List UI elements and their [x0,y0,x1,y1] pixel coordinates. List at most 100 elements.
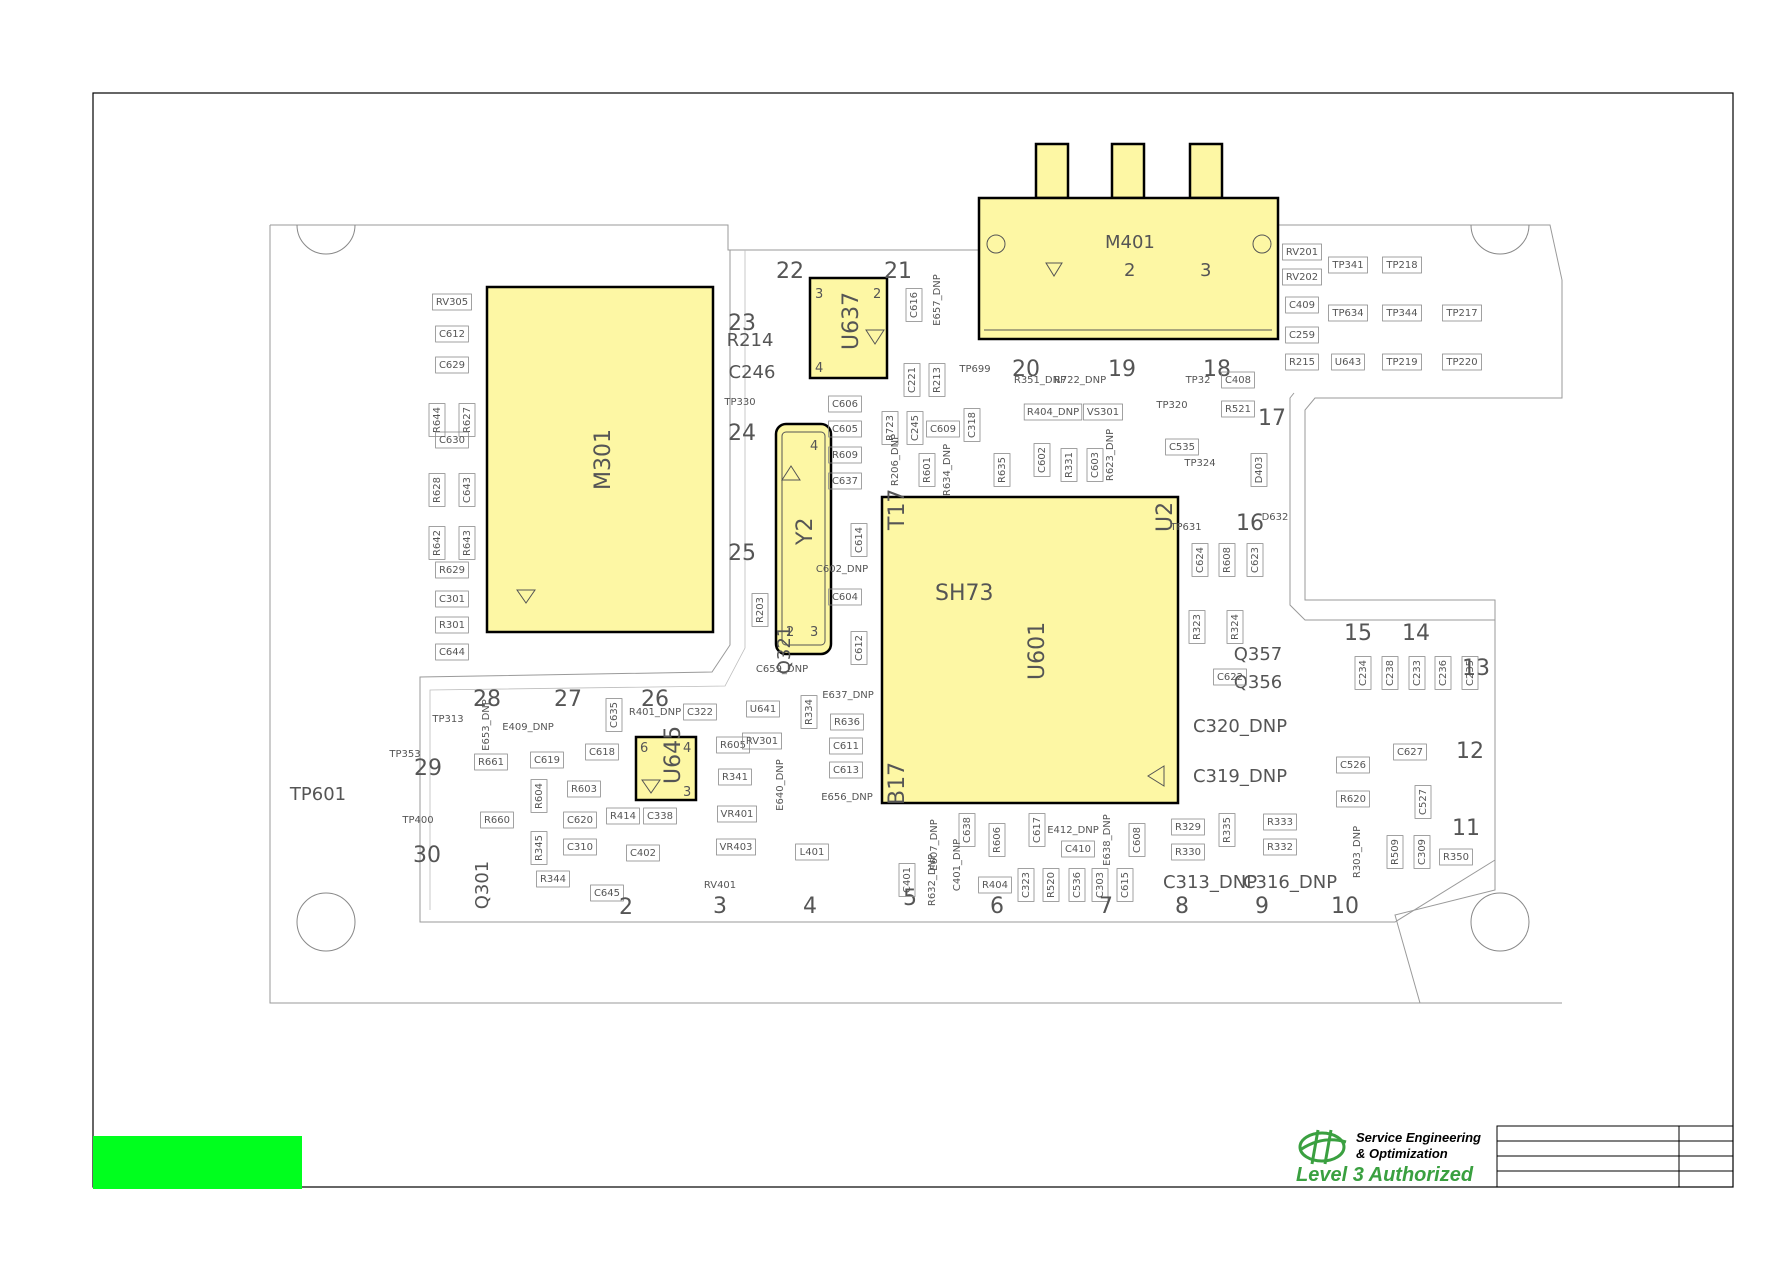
silk-label: TP324 [1183,458,1215,469]
silk-label: C618 [589,747,615,758]
silk-box [1434,656,1452,690]
silk-label: C620 [567,815,593,826]
silk-label: R620 [1340,794,1366,805]
u645-pin4: 4 [683,741,691,756]
silk-box [1336,756,1370,774]
silk-label: C635 [609,702,620,728]
silk-label: C301 [439,594,465,605]
silk-label: E657_DNP [932,274,943,326]
silk-label: R203 [755,597,766,623]
silk-box [1188,610,1206,644]
silk-label: 22 [776,259,804,284]
silk-label: R660 [484,815,510,826]
silk-box [1386,835,1404,869]
mount-hole [1470,892,1530,952]
silk-label: R401_DNP [629,707,681,718]
silk-box [1414,785,1432,819]
silk-label: E637_DNP [822,690,874,701]
u645-ref: U645 [661,726,686,784]
silk-label: C623 [1250,547,1261,573]
silk-box [850,631,868,665]
silk-label: RV202 [1286,272,1318,283]
silk-box [585,743,619,761]
silk-box [1393,743,1427,761]
silk-label: C617 [1032,817,1043,843]
silk-label: Q356 [1234,672,1283,693]
silk-label: R632_DNP [927,854,938,906]
silk-label: C608 [1132,827,1143,853]
silk-label: R629 [439,565,465,576]
silk-box [1033,443,1051,477]
silk-label: C604 [832,592,858,603]
silk-label: R404 [982,880,1008,891]
silk-label: 18 [1203,357,1231,382]
silk-label: C221 [907,367,918,393]
silk-label: D632 [1262,512,1289,523]
silk-label: C603 [1090,452,1101,478]
silk-box [993,453,1011,487]
silk-box [963,408,981,442]
silk-label: R404_DNP [1027,407,1079,418]
silk-label: C527 [1418,789,1429,815]
silk-box [1408,656,1426,690]
silk-label: C235 [1465,660,1476,686]
silk-label: R627 [462,407,473,433]
silk-box [716,736,750,754]
mount-hole [296,892,356,952]
silk-box [643,807,677,825]
silk-label: TP32 [1185,375,1211,386]
silk-box [1086,448,1104,482]
silk-label: C313_DNP [1163,872,1257,893]
silk-box [1017,868,1035,902]
silk-box [1442,304,1482,322]
silk-label: C622 [1217,672,1243,683]
silk-label: R414 [610,811,636,822]
silk-box [828,446,862,464]
silk-box [829,737,863,755]
u601-t17: T17 [885,489,910,531]
component-u601: SH73 U601 U2 T17 B17 [880,489,1180,805]
silk-box [906,411,924,445]
silk-box [795,843,829,861]
silk-label: U641 [750,704,776,715]
silk-label: C616 [909,292,920,318]
silk-label: C233 [1412,660,1423,686]
silk-label: 7 [1099,894,1113,919]
silk-box [480,811,514,829]
silk-label: R215 [1289,357,1315,368]
u645-pin6: 6 [640,741,648,756]
silk-label: R335 [1222,817,1233,843]
silk-label: C612 [854,635,865,661]
component-m401: M401 2 3 [977,142,1280,341]
silk-label: RV401 [704,880,736,891]
silk-box [432,293,472,311]
silk-label: 12 [1456,739,1484,764]
silk-box [435,590,469,608]
silk-box [828,420,862,438]
silk-label: E412_DNP [1047,825,1099,836]
silk-label: R520 [1046,872,1057,898]
silk-box [905,288,923,322]
u645-pin3: 3 [683,785,691,800]
silk-label: 5 [903,886,917,911]
silk-label: TP400 [401,815,433,826]
silk-box [1023,403,1083,421]
silk-box [1028,813,1046,847]
notch [296,224,356,255]
silk-label: 8 [1175,894,1189,919]
silk-box [850,523,868,557]
silk-label: Q357 [1234,644,1283,665]
silk-box [800,695,818,729]
silk-box [1218,543,1236,577]
silk-label: R636 [834,717,860,728]
silk-label: TP218 [1385,260,1417,271]
silk-box [1285,326,1319,344]
silk-box [898,863,916,897]
silk-box [1354,656,1372,690]
silk-box [926,420,960,438]
board-outline [269,224,1563,1004]
u637-pin3: 3 [815,287,823,302]
silk-box [1331,353,1365,371]
silk-label: R323 [1192,614,1203,640]
